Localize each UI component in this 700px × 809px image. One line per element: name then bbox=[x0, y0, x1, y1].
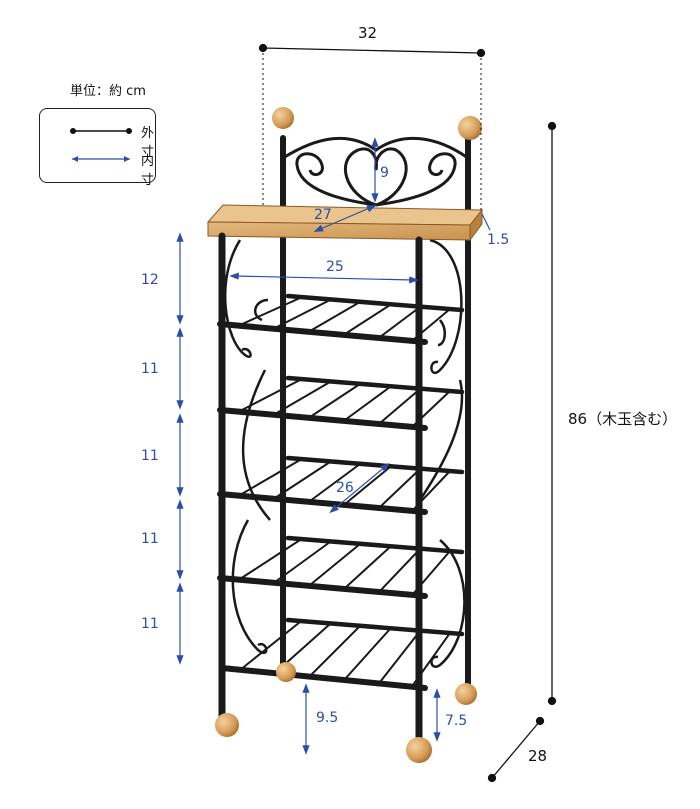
inner-line-arrows bbox=[72, 156, 130, 162]
shelf-depth-label: 26 bbox=[336, 480, 354, 496]
top-depth-line bbox=[313, 205, 377, 232]
top-depth-label: 27 bbox=[314, 207, 332, 223]
outer-line-dot-left bbox=[70, 128, 76, 134]
foot-rear-left bbox=[276, 662, 296, 682]
unit-label: 単位：約 cm bbox=[70, 84, 146, 99]
wooden-balls bbox=[215, 107, 482, 763]
foot-front-left bbox=[215, 713, 239, 737]
crest-height-label: 9 bbox=[380, 165, 389, 181]
legend-swatches bbox=[70, 128, 132, 162]
depth-outer-label: 28 bbox=[528, 747, 547, 765]
gap-4-label: 11 bbox=[141, 531, 159, 547]
width-outer-label: 32 bbox=[358, 24, 377, 42]
inner-dimensions bbox=[176, 137, 491, 755]
finial-left bbox=[272, 107, 294, 129]
height-outer-label: 86（木玉含む） bbox=[568, 410, 677, 428]
outer-line-dot-right bbox=[126, 128, 132, 134]
side-scrolls bbox=[223, 238, 466, 668]
gap-2-label: 11 bbox=[141, 361, 159, 377]
shelf-5 bbox=[219, 617, 465, 691]
leg-front-label: 9.5 bbox=[316, 710, 338, 726]
wooden-top-board bbox=[206, 204, 484, 242]
legend-outer-label: 外寸 bbox=[141, 126, 155, 160]
shelf-width-line bbox=[229, 272, 419, 284]
gap-5-label: 11 bbox=[141, 616, 159, 632]
foot-rear-right bbox=[455, 683, 477, 705]
rack-frame-front bbox=[218, 232, 423, 744]
shelf-2 bbox=[217, 375, 465, 431]
leg-back-label: 7.5 bbox=[445, 713, 467, 729]
shelf-width-label: 25 bbox=[326, 259, 344, 275]
shelf-4 bbox=[217, 535, 465, 599]
legend-inner-label: 内寸 bbox=[141, 154, 155, 188]
gap-1-label: 12 bbox=[141, 272, 159, 288]
top-thickness-label: 1.5 bbox=[487, 232, 509, 248]
legend-box: 外寸 内寸 bbox=[39, 108, 156, 188]
finial-right bbox=[458, 116, 482, 140]
foot-front-right bbox=[406, 737, 432, 763]
gap-3-label: 11 bbox=[141, 448, 159, 464]
outer-dimensions bbox=[258, 43, 557, 783]
shelf-depth-line bbox=[329, 462, 390, 514]
shelf-1 bbox=[217, 293, 465, 345]
top-thickness-leader bbox=[481, 213, 491, 231]
